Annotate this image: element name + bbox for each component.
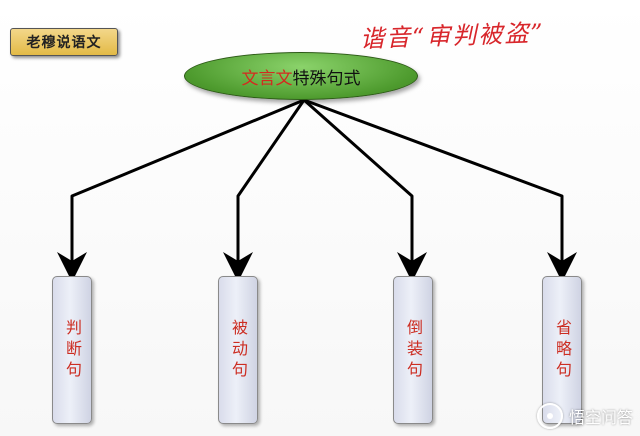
watermark-logo-icon — [536, 403, 563, 429]
center-node-label-part1: 文言文 — [241, 68, 293, 89]
leaf-node-inverted: 倒装句 — [393, 276, 433, 424]
leaf-node-label: 省略句 — [553, 318, 572, 382]
connector-line-2 — [223, 98, 306, 282]
connector-line-3 — [302, 98, 427, 282]
leaf-node-ellipsis: 省略句 — [542, 276, 582, 424]
brand-label: 老穆说语文 — [10, 28, 118, 56]
leaf-node-passive: 被动句 — [218, 276, 258, 424]
center-node-label-part2: 特殊句式 — [292, 68, 361, 89]
leaf-node-label: 判断句 — [63, 318, 82, 382]
watermark-label: 悟空问答 — [568, 408, 633, 427]
leaf-node-label: 被动句 — [229, 318, 248, 382]
connector-line-4 — [302, 98, 577, 282]
connector-line-1 — [57, 98, 306, 282]
leaf-node-judgment: 判断句 — [52, 276, 92, 424]
watermark: 悟空问答 — [536, 403, 633, 429]
leaf-node-label: 倒装句 — [404, 318, 423, 382]
center-node: 文言文 特殊句式 — [184, 52, 418, 100]
